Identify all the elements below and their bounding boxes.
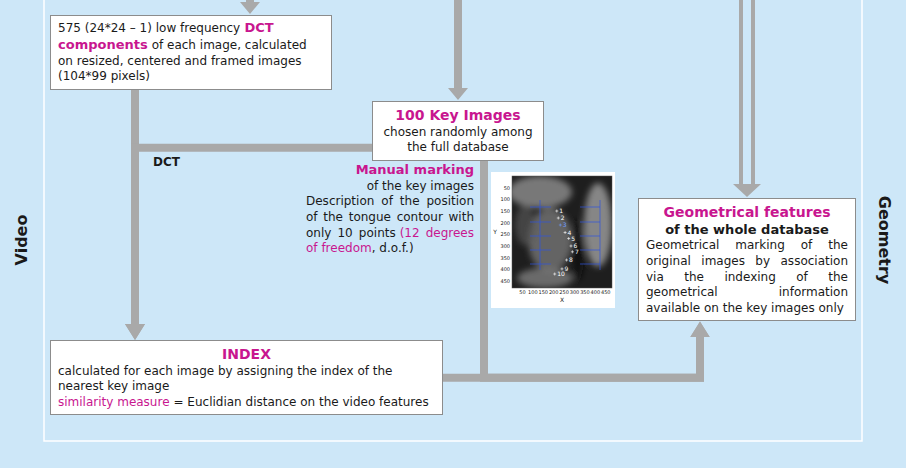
box-heading: 100 Key Images bbox=[395, 107, 520, 123]
axis-tick: 400 bbox=[500, 267, 510, 272]
axis-tick: 400 bbox=[591, 290, 601, 295]
process-box: 100 Key Images chosen randomly among the … bbox=[372, 101, 544, 161]
box-text: of the whole database bbox=[665, 222, 829, 237]
annotation-heading: Manual marking bbox=[356, 162, 474, 177]
axis-tick: 100 bbox=[528, 290, 538, 295]
axis-tick: 50 bbox=[519, 290, 525, 295]
text-row: chosen randomly among the full database bbox=[380, 125, 536, 156]
axis-tick: 200 bbox=[549, 290, 559, 295]
input-arrow bbox=[448, 0, 468, 100]
text-row: Geometrical marking of the original imag… bbox=[646, 238, 848, 316]
section-label: Video bbox=[14, 215, 30, 266]
point-number: 7 bbox=[575, 249, 579, 255]
text-row: Manual marking bbox=[306, 162, 474, 179]
point-number: 8 bbox=[569, 257, 573, 263]
axis-tick: 450 bbox=[500, 279, 510, 284]
axis-tick: 150 bbox=[500, 209, 510, 214]
text-row: of the whole database bbox=[646, 222, 848, 239]
edge-label: DCT bbox=[151, 155, 182, 169]
box-heading: Geometrical features bbox=[664, 204, 831, 220]
box-text: = Euclidian distance on the video featur… bbox=[173, 395, 428, 409]
annotation-block: Manual marking of the key imagesDescripti… bbox=[306, 162, 474, 257]
process-box: INDEX calculated for each image by assign… bbox=[50, 340, 443, 415]
box-text: Geometrical marking of the original imag… bbox=[646, 238, 848, 314]
axis-tick: 300 bbox=[570, 290, 580, 295]
axis-tick: 450 bbox=[601, 290, 611, 295]
box-text: chosen randomly among the full database bbox=[384, 125, 533, 155]
axis-tick: 50 bbox=[504, 185, 510, 190]
point-number: 2 bbox=[561, 215, 565, 221]
text-row: Description of the position of the tongu… bbox=[306, 194, 474, 256]
axis-title: X bbox=[560, 297, 564, 303]
box-text: calculated for each image by assigning t… bbox=[58, 364, 393, 394]
point-number: 4 bbox=[568, 230, 572, 236]
text-row: Geometrical features bbox=[646, 203, 848, 222]
point-number: 3 bbox=[563, 222, 567, 228]
axis-tick: 250 bbox=[559, 290, 569, 295]
axis-tick: 350 bbox=[500, 255, 510, 260]
point-number: 9 bbox=[565, 266, 569, 272]
text-row: of the key images bbox=[306, 179, 474, 195]
annotation-text: of the key images bbox=[367, 179, 474, 193]
text-row: INDEX bbox=[58, 345, 435, 364]
axis-tick: 250 bbox=[500, 232, 510, 237]
axis-title: Y bbox=[493, 229, 497, 235]
box-heading: INDEX bbox=[222, 346, 271, 362]
axis-tick: 350 bbox=[580, 290, 590, 295]
frame-line bbox=[44, 0, 862, 441]
axis-tick: 100 bbox=[500, 197, 510, 202]
point-number: 5 bbox=[571, 236, 575, 242]
point-number: 1 bbox=[559, 208, 563, 214]
text-row: 575 (24*24 – 1) low frequencyDCT compone… bbox=[58, 20, 324, 85]
section-label: Geometry bbox=[876, 196, 892, 284]
point-number: 10 bbox=[557, 271, 565, 277]
xray-figure bbox=[491, 172, 615, 308]
double-input-arrow bbox=[733, 0, 761, 197]
input-arrow bbox=[240, 0, 260, 14]
text-row: similarity measure= Euclidian distance o… bbox=[58, 395, 435, 411]
box-text: similarity measure bbox=[58, 395, 170, 409]
box-text: 575 (24*24 – 1) low frequency bbox=[58, 21, 240, 35]
text-row: calculated for each image by assigning t… bbox=[58, 364, 435, 395]
axis-tick: 150 bbox=[538, 290, 548, 295]
axis-tick: 200 bbox=[500, 220, 510, 225]
text-row: 100 Key Images bbox=[380, 106, 536, 125]
process-box: 575 (24*24 – 1) low frequencyDCT compone… bbox=[50, 15, 332, 90]
output-box: Geometrical features of the whole databas… bbox=[638, 198, 856, 321]
annotation-text: , d.o.f.) bbox=[372, 241, 414, 255]
axis-tick: 300 bbox=[500, 244, 510, 249]
